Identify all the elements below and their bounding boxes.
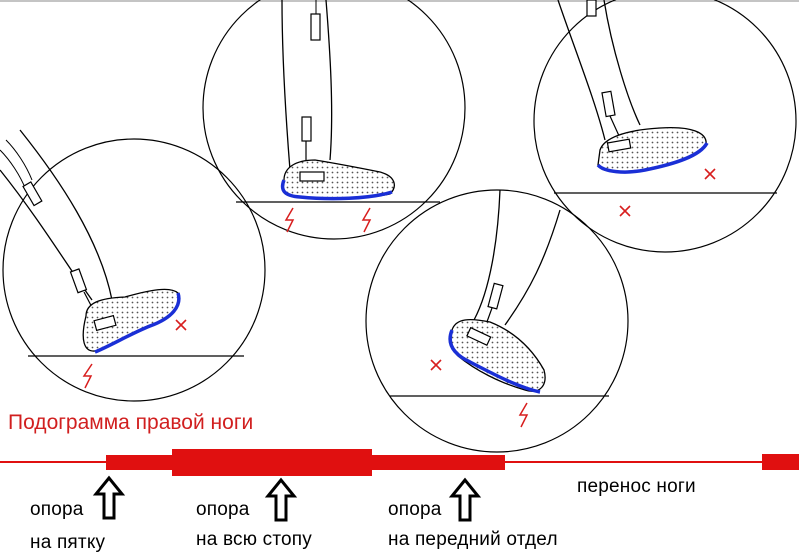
segment-full-foot <box>172 449 372 476</box>
up-arrow-icon <box>448 477 482 522</box>
sensor-icon <box>601 90 616 118</box>
cross-icon <box>430 359 442 371</box>
phase-label-line2: на передний отдел <box>388 529 558 550</box>
phase-label-line1: опора <box>196 499 250 520</box>
sensor-icon <box>487 282 504 310</box>
cross-icon <box>619 168 716 217</box>
sensor-icon <box>93 314 117 332</box>
phase-label-line1: опора <box>388 499 442 520</box>
sensor-icon <box>299 171 325 182</box>
panel-heel-strike <box>0 129 266 402</box>
phase-label-line1: опора <box>30 499 84 520</box>
phase-label-line1: перенос ноги <box>577 476 696 497</box>
sensor-icon <box>310 13 321 41</box>
segment-heel <box>106 455 174 470</box>
phase-label-forefoot: опора на передний отдел <box>388 497 558 552</box>
up-arrow-icon <box>92 475 126 520</box>
phase-label-full-foot: опора на всю стопу <box>196 497 312 552</box>
lightning-icon <box>82 363 93 389</box>
sensor-icon <box>606 138 632 153</box>
podogram-bar <box>0 449 799 476</box>
phase-label-heel: опора на пятку <box>30 497 105 555</box>
lightning-icon <box>518 402 529 428</box>
sensor-icon <box>466 326 492 346</box>
sensor-icon <box>69 268 88 294</box>
up-arrow-icon <box>264 477 298 522</box>
cross-icon <box>175 319 187 331</box>
phase-label-line2: на пятку <box>30 532 106 553</box>
lightning-icon <box>361 207 372 233</box>
segment-forefoot <box>370 455 505 470</box>
panel-full-foot <box>202 0 466 240</box>
phase-label-swing: перенос ноги <box>577 474 696 499</box>
lightning-icon <box>284 207 295 233</box>
podogram-title: Подограмма правой ноги <box>8 411 254 434</box>
panel-swing <box>533 0 797 253</box>
segment-next-heel <box>762 454 799 470</box>
phase-label-line2: на всю стопу <box>196 529 312 550</box>
sensor-icon <box>586 0 597 17</box>
sensor-icon <box>301 116 312 142</box>
panel-forefoot <box>365 189 629 453</box>
sensor-icon <box>22 181 43 207</box>
